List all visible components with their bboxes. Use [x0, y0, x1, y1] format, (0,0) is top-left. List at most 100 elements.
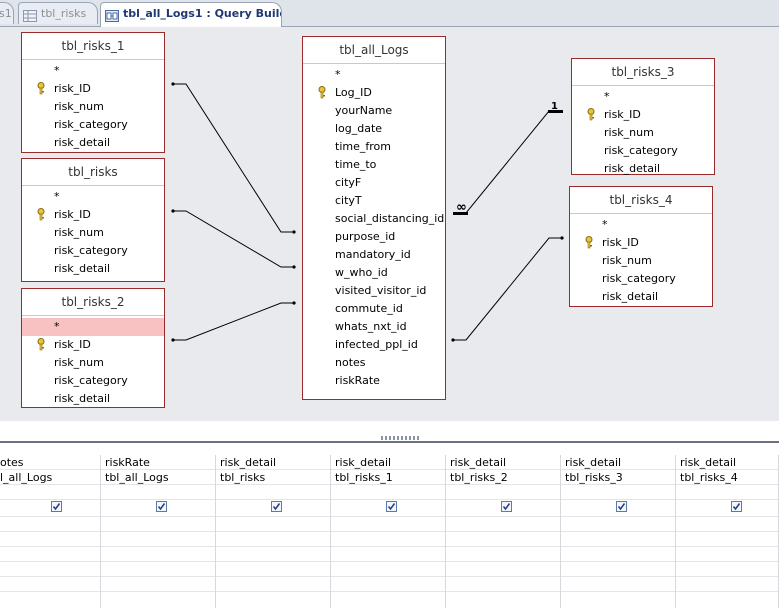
field-item[interactable]: visited_visitor_id: [335, 284, 427, 297]
grid-empty-cell[interactable]: [0, 577, 100, 592]
field-item-key[interactable]: risk_ID: [22, 336, 164, 354]
grid-table-cell[interactable]: tbl_risks_4: [676, 470, 778, 485]
show-checkbox[interactable]: [271, 501, 282, 512]
table-box-tbl-all-logs[interactable]: tbl_all_Logs * Log_ID yourName log_date …: [302, 36, 446, 400]
field-item[interactable]: yourName: [335, 104, 393, 117]
field-item[interactable]: cityT: [335, 194, 362, 207]
grid-empty-cell[interactable]: [216, 562, 330, 577]
grid-field-cell[interactable]: riskRate: [101, 455, 215, 470]
grid-criteria-cell[interactable]: [676, 517, 778, 532]
field-item[interactable]: *: [54, 190, 60, 203]
field-item-key[interactable]: Log_ID: [303, 84, 445, 102]
field-item[interactable]: time_from: [335, 140, 391, 153]
grid-empty-cell[interactable]: [101, 547, 215, 562]
grid-sort-cell[interactable]: [0, 485, 100, 500]
grid-column[interactable]: risk_detail tbl_risks_4: [676, 455, 779, 608]
grid-or-cell[interactable]: [101, 532, 215, 547]
splitter-grip-icon[interactable]: [381, 436, 419, 440]
grid-field-cell[interactable]: risk_detail: [676, 455, 778, 470]
grid-empty-cell[interactable]: [101, 562, 215, 577]
field-item[interactable]: w_who_id: [335, 266, 388, 279]
show-checkbox[interactable]: [731, 501, 742, 512]
grid-criteria-cell[interactable]: [101, 517, 215, 532]
grid-empty-cell[interactable]: [676, 577, 778, 592]
grid-table-cell[interactable]: l_all_Logs: [0, 470, 100, 485]
field-item[interactable]: time_to: [335, 158, 377, 171]
field-item[interactable]: risk_num: [54, 226, 104, 239]
grid-or-cell[interactable]: [676, 532, 778, 547]
field-item-key[interactable]: risk_ID: [572, 106, 714, 124]
field-item[interactable]: risk_num: [54, 356, 104, 369]
field-item[interactable]: infected_ppl_id: [335, 338, 418, 351]
field-item[interactable]: riskRate: [335, 374, 380, 387]
grid-empty-cell[interactable]: [331, 547, 445, 562]
show-checkbox[interactable]: [156, 501, 167, 512]
field-item[interactable]: risk_category: [54, 244, 128, 257]
grid-empty-cell[interactable]: [0, 547, 100, 562]
field-item[interactable]: risk_detail: [54, 262, 111, 275]
grid-field-cell[interactable]: risk_detail: [561, 455, 675, 470]
field-item[interactable]: mandatory_id: [335, 248, 411, 261]
query-design-canvas[interactable]: ∞ 1 tbl_risks_1 * risk_ID risk_num risk_…: [0, 27, 779, 421]
field-item-key[interactable]: risk_ID: [22, 206, 164, 224]
grid-criteria-cell[interactable]: [561, 517, 675, 532]
table-title[interactable]: tbl_risks_2: [22, 289, 164, 316]
grid-empty-cell[interactable]: [216, 577, 330, 592]
grid-field-cell[interactable]: risk_detail: [446, 455, 560, 470]
grid-or-cell[interactable]: [0, 532, 100, 547]
grid-sort-cell[interactable]: [561, 485, 675, 500]
field-item-key[interactable]: risk_ID: [570, 234, 712, 252]
field-item-key[interactable]: risk_ID: [22, 80, 164, 98]
field-item[interactable]: *: [335, 68, 341, 81]
grid-sort-cell[interactable]: [331, 485, 445, 500]
show-checkbox[interactable]: [51, 501, 62, 512]
show-checkbox[interactable]: [501, 501, 512, 512]
pane-splitter[interactable]: [0, 441, 779, 443]
grid-column[interactable]: risk_detail tbl_risks_2: [446, 455, 561, 608]
field-item[interactable]: *: [602, 218, 608, 231]
field-item[interactable]: log_date: [335, 122, 383, 135]
grid-empty-cell[interactable]: [331, 577, 445, 592]
table-box-tbl-risks-4[interactable]: tbl_risks_4 * risk_ID risk_num risk_cate…: [569, 186, 713, 307]
grid-sort-cell[interactable]: [446, 485, 560, 500]
grid-or-cell[interactable]: [561, 532, 675, 547]
grid-column[interactable]: risk_detail tbl_risks_3: [561, 455, 676, 608]
table-box-tbl-risks[interactable]: tbl_risks * risk_ID risk_num risk_catego…: [21, 158, 165, 282]
tab-query-builder[interactable]: tbl_all_Logs1 : Query Builder: [100, 2, 282, 27]
table-title[interactable]: tbl_all_Logs: [303, 37, 445, 64]
table-box-tbl-risks-1[interactable]: tbl_risks_1 * risk_ID risk_num risk_cate…: [21, 32, 165, 153]
field-item[interactable]: risk_category: [54, 374, 128, 387]
table-box-tbl-risks-3[interactable]: tbl_risks_3 * risk_ID risk_num risk_cate…: [571, 58, 715, 175]
field-item[interactable]: risk_detail: [604, 162, 661, 175]
tab-previous[interactable]: s1: [0, 2, 14, 24]
grid-empty-cell[interactable]: [561, 547, 675, 562]
grid-empty-cell[interactable]: [446, 577, 560, 592]
grid-field-cell[interactable]: risk_detail: [216, 455, 330, 470]
grid-sort-cell[interactable]: [676, 485, 778, 500]
field-item[interactable]: risk_num: [604, 126, 654, 139]
grid-table-cell[interactable]: tbl_risks_3: [561, 470, 675, 485]
table-box-tbl-risks-2[interactable]: tbl_risks_2 * risk_ID risk_num risk_cate…: [21, 288, 165, 408]
grid-criteria-cell[interactable]: [216, 517, 330, 532]
grid-table-cell[interactable]: tbl_risks_2: [446, 470, 560, 485]
grid-or-cell[interactable]: [216, 532, 330, 547]
grid-or-cell[interactable]: [331, 532, 445, 547]
grid-sort-cell[interactable]: [101, 485, 215, 500]
table-title[interactable]: tbl_risks_4: [570, 187, 712, 214]
field-item[interactable]: social_distancing_id: [335, 212, 445, 225]
show-checkbox[interactable]: [616, 501, 627, 512]
grid-empty-cell[interactable]: [561, 562, 675, 577]
field-item[interactable]: commute_id: [335, 302, 403, 315]
grid-criteria-cell[interactable]: [0, 517, 100, 532]
grid-empty-cell[interactable]: [216, 547, 330, 562]
field-item[interactable]: risk_num: [54, 100, 104, 113]
grid-empty-cell[interactable]: [676, 562, 778, 577]
table-title[interactable]: tbl_risks_1: [22, 33, 164, 60]
field-item[interactable]: purpose_id: [335, 230, 396, 243]
grid-empty-cell[interactable]: [446, 562, 560, 577]
grid-empty-cell[interactable]: [561, 577, 675, 592]
field-item[interactable]: risk_category: [602, 272, 676, 285]
grid-empty-cell[interactable]: [101, 577, 215, 592]
grid-empty-cell[interactable]: [331, 562, 445, 577]
field-item-selected[interactable]: *: [22, 318, 164, 336]
